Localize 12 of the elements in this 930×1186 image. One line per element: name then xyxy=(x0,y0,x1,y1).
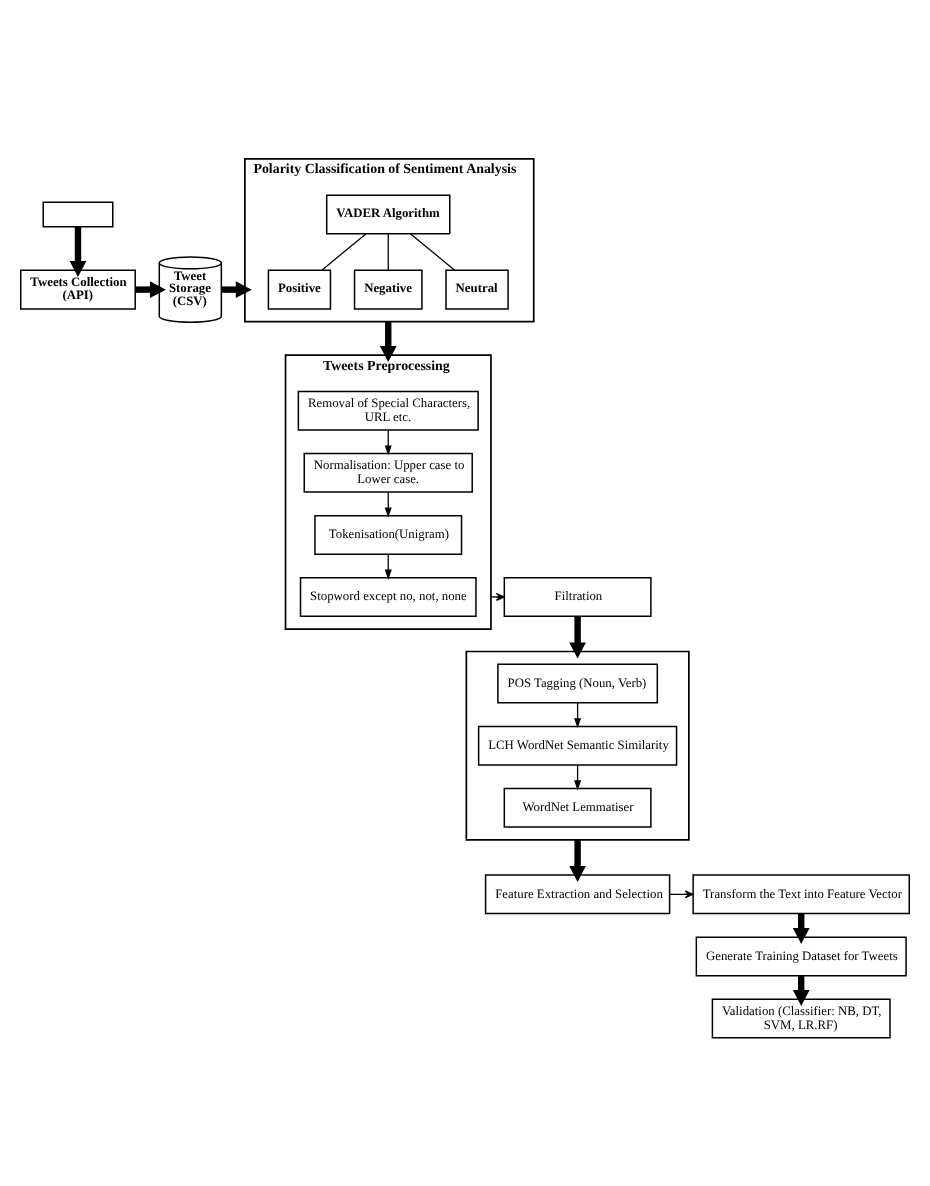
cluster xyxy=(465,649,690,840)
arrow xyxy=(135,280,166,298)
arrow xyxy=(569,615,586,658)
arrow xyxy=(69,225,87,277)
arrow xyxy=(569,838,586,881)
arrow xyxy=(379,320,397,362)
connector xyxy=(410,232,456,270)
node-box xyxy=(42,200,114,227)
connector xyxy=(387,232,389,270)
arrow xyxy=(490,591,505,600)
connector xyxy=(321,232,367,270)
arrow xyxy=(221,280,252,298)
